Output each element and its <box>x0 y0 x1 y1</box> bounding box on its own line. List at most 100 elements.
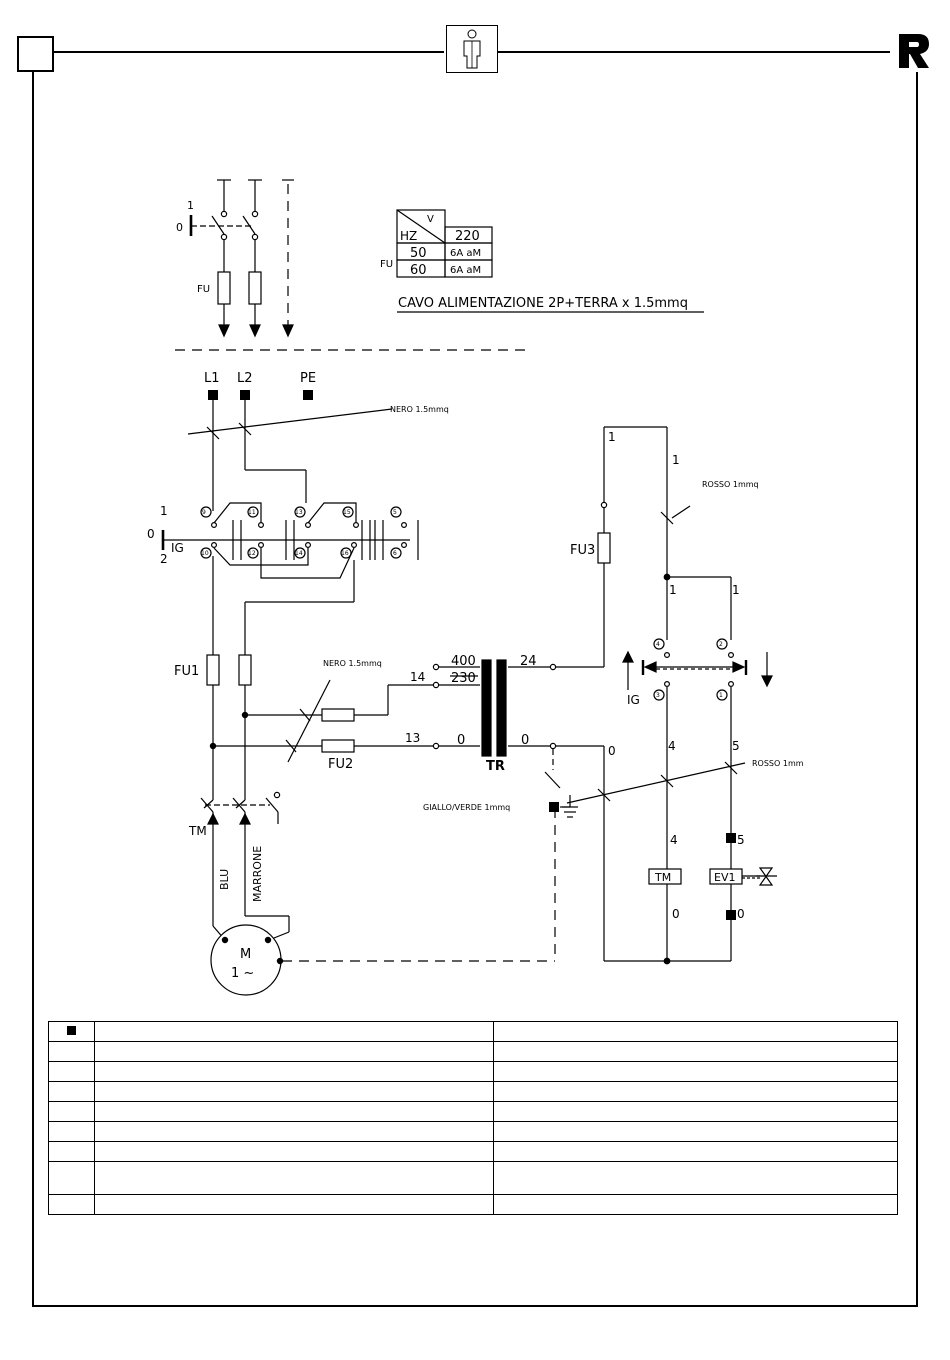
wire-rosso-right: ROSSO 1mm <box>752 759 804 768</box>
ig-contact-10: 10 <box>201 550 209 557</box>
terminal-l1: L1 <box>204 371 220 386</box>
tr-primary-400: 400 <box>451 654 476 669</box>
ctrl-wire-4b: 4 <box>670 833 678 847</box>
ctrl-wire-0c: 0 <box>737 907 745 921</box>
legend-header-marker <box>48 1021 95 1042</box>
ev1-terminal-5 <box>726 833 736 843</box>
wire-rosso-top: ROSSO 1mmq <box>702 480 759 489</box>
supply-switch <box>189 179 294 338</box>
tr-wire-13: 13 <box>405 731 420 745</box>
terminal-l2-marker <box>240 390 250 400</box>
motor-contactor-tm <box>200 791 290 941</box>
table-row <box>48 1061 898 1082</box>
ctrl-wire-1a: 1 <box>608 430 616 444</box>
ctrl-contact-4: 4 <box>656 641 660 648</box>
nero-mid-leader <box>287 679 331 763</box>
ctrl-contact-2: 2 <box>719 641 723 648</box>
fuse-fu1-label: FU1 <box>174 664 199 679</box>
legend-header-col1 <box>94 1021 494 1042</box>
terminal-pe-marker <box>303 390 313 400</box>
ctrl-wire-0b: 0 <box>672 907 680 921</box>
wire-nero-top: NERO 1.5mmq <box>390 405 449 414</box>
fuse-table-rating-50: 6A aM <box>450 248 481 259</box>
wire-blu: BLU <box>218 869 231 890</box>
ctrl-switch-label: IG <box>627 693 640 707</box>
operator-icon <box>446 25 498 73</box>
terminal-l2: L2 <box>237 371 253 386</box>
ig-contact-6: 6 <box>393 550 397 557</box>
rosso-right-leader <box>566 762 746 804</box>
ctrl-wire-4a: 4 <box>668 739 676 753</box>
switch-fuse-label: FU <box>197 284 210 295</box>
page-corner-box <box>17 36 54 72</box>
coil-tm-label: TM <box>654 871 671 884</box>
motor-m <box>210 924 284 996</box>
ig-contact-16: 16 <box>341 550 349 557</box>
terminal-pe: PE <box>300 371 316 386</box>
transformer-tr <box>432 659 557 757</box>
ig-contact-5: 5 <box>393 509 397 516</box>
motor-label: M <box>240 947 251 962</box>
table-row <box>48 1121 898 1142</box>
wire-giallo-verde: GIALLO/VERDE 1mmq <box>423 803 510 812</box>
ig-contact-15: 15 <box>343 509 351 516</box>
legend-table <box>48 1021 898 1215</box>
ev1-terminal-0 <box>726 910 736 920</box>
ctrl-wire-1c: 1 <box>669 583 677 597</box>
main-switch-ig <box>161 502 419 579</box>
ig-contact-12: 12 <box>248 550 256 557</box>
ctrl-contact-1: 1 <box>719 692 723 699</box>
terminal-l1-marker <box>208 390 218 400</box>
fuse-fu3-label: FU3 <box>570 543 595 558</box>
ig-pos-2: 2 <box>160 552 168 566</box>
tr-wire-14: 14 <box>410 670 425 684</box>
cable-spec: CAVO ALIMENTAZIONE 2P+TERRA x 1.5mmq <box>398 296 688 311</box>
ig-contact-13: 13 <box>295 509 303 516</box>
fuse-table-hz: HZ <box>400 229 417 243</box>
ig-label: IG <box>171 541 184 555</box>
tr-secondary-0: 0 <box>521 733 529 748</box>
brand-logo <box>896 32 932 70</box>
motor-contactor-label: TM <box>188 824 207 838</box>
ig-contact-11: 11 <box>248 509 256 516</box>
ig-contact-9: 9 <box>202 509 206 516</box>
nero-wire-leader <box>187 408 393 435</box>
control-switch-ig <box>622 638 773 701</box>
earth-terminal-marker <box>549 802 559 812</box>
fuse-table-hz-60: 60 <box>410 263 427 278</box>
tr-primary-230: 230 <box>451 671 476 686</box>
legend-header-row <box>48 1021 898 1042</box>
ctrl-wire-5a: 5 <box>732 739 740 753</box>
ctrl-wire-1d: 1 <box>732 583 740 597</box>
wire-marrone: MARRONE <box>251 846 264 902</box>
fuse-fu2-label: FU2 <box>328 757 353 772</box>
motor-phase: 1 ~ <box>231 966 254 981</box>
table-row <box>48 1161 898 1195</box>
switch-on-label: 1 <box>187 199 194 212</box>
coil-ev1-label: EV1 <box>714 871 735 884</box>
fuse-table-hz-50: 50 <box>410 246 427 261</box>
fuse-table-side-label: FU <box>380 259 393 270</box>
table-row <box>48 1194 898 1215</box>
fuse-table-rating-60: 6A aM <box>450 265 481 276</box>
ig-contact-14: 14 <box>295 550 303 557</box>
legend-header-col2 <box>493 1021 898 1042</box>
table-row <box>48 1141 898 1162</box>
fuse-table-v: V <box>427 214 434 225</box>
ctrl-contact-3: 3 <box>656 692 660 699</box>
ig-pos-0: 0 <box>147 527 155 541</box>
table-row <box>48 1081 898 1102</box>
tr-primary-0: 0 <box>457 733 465 748</box>
tr-label: TR <box>486 759 505 774</box>
ctrl-wire-0: 0 <box>608 744 616 758</box>
rosso-top-leader <box>671 505 691 519</box>
table-row <box>48 1101 898 1122</box>
terminal-marker-icon <box>67 1025 76 1035</box>
ig-pos-1: 1 <box>160 504 168 518</box>
wire-nero-mid: NERO 1.5mmq <box>323 659 382 668</box>
table-row <box>48 1041 898 1062</box>
fuse-table-voltage: 220 <box>455 229 480 244</box>
ctrl-wire-5b: 5 <box>737 833 745 847</box>
